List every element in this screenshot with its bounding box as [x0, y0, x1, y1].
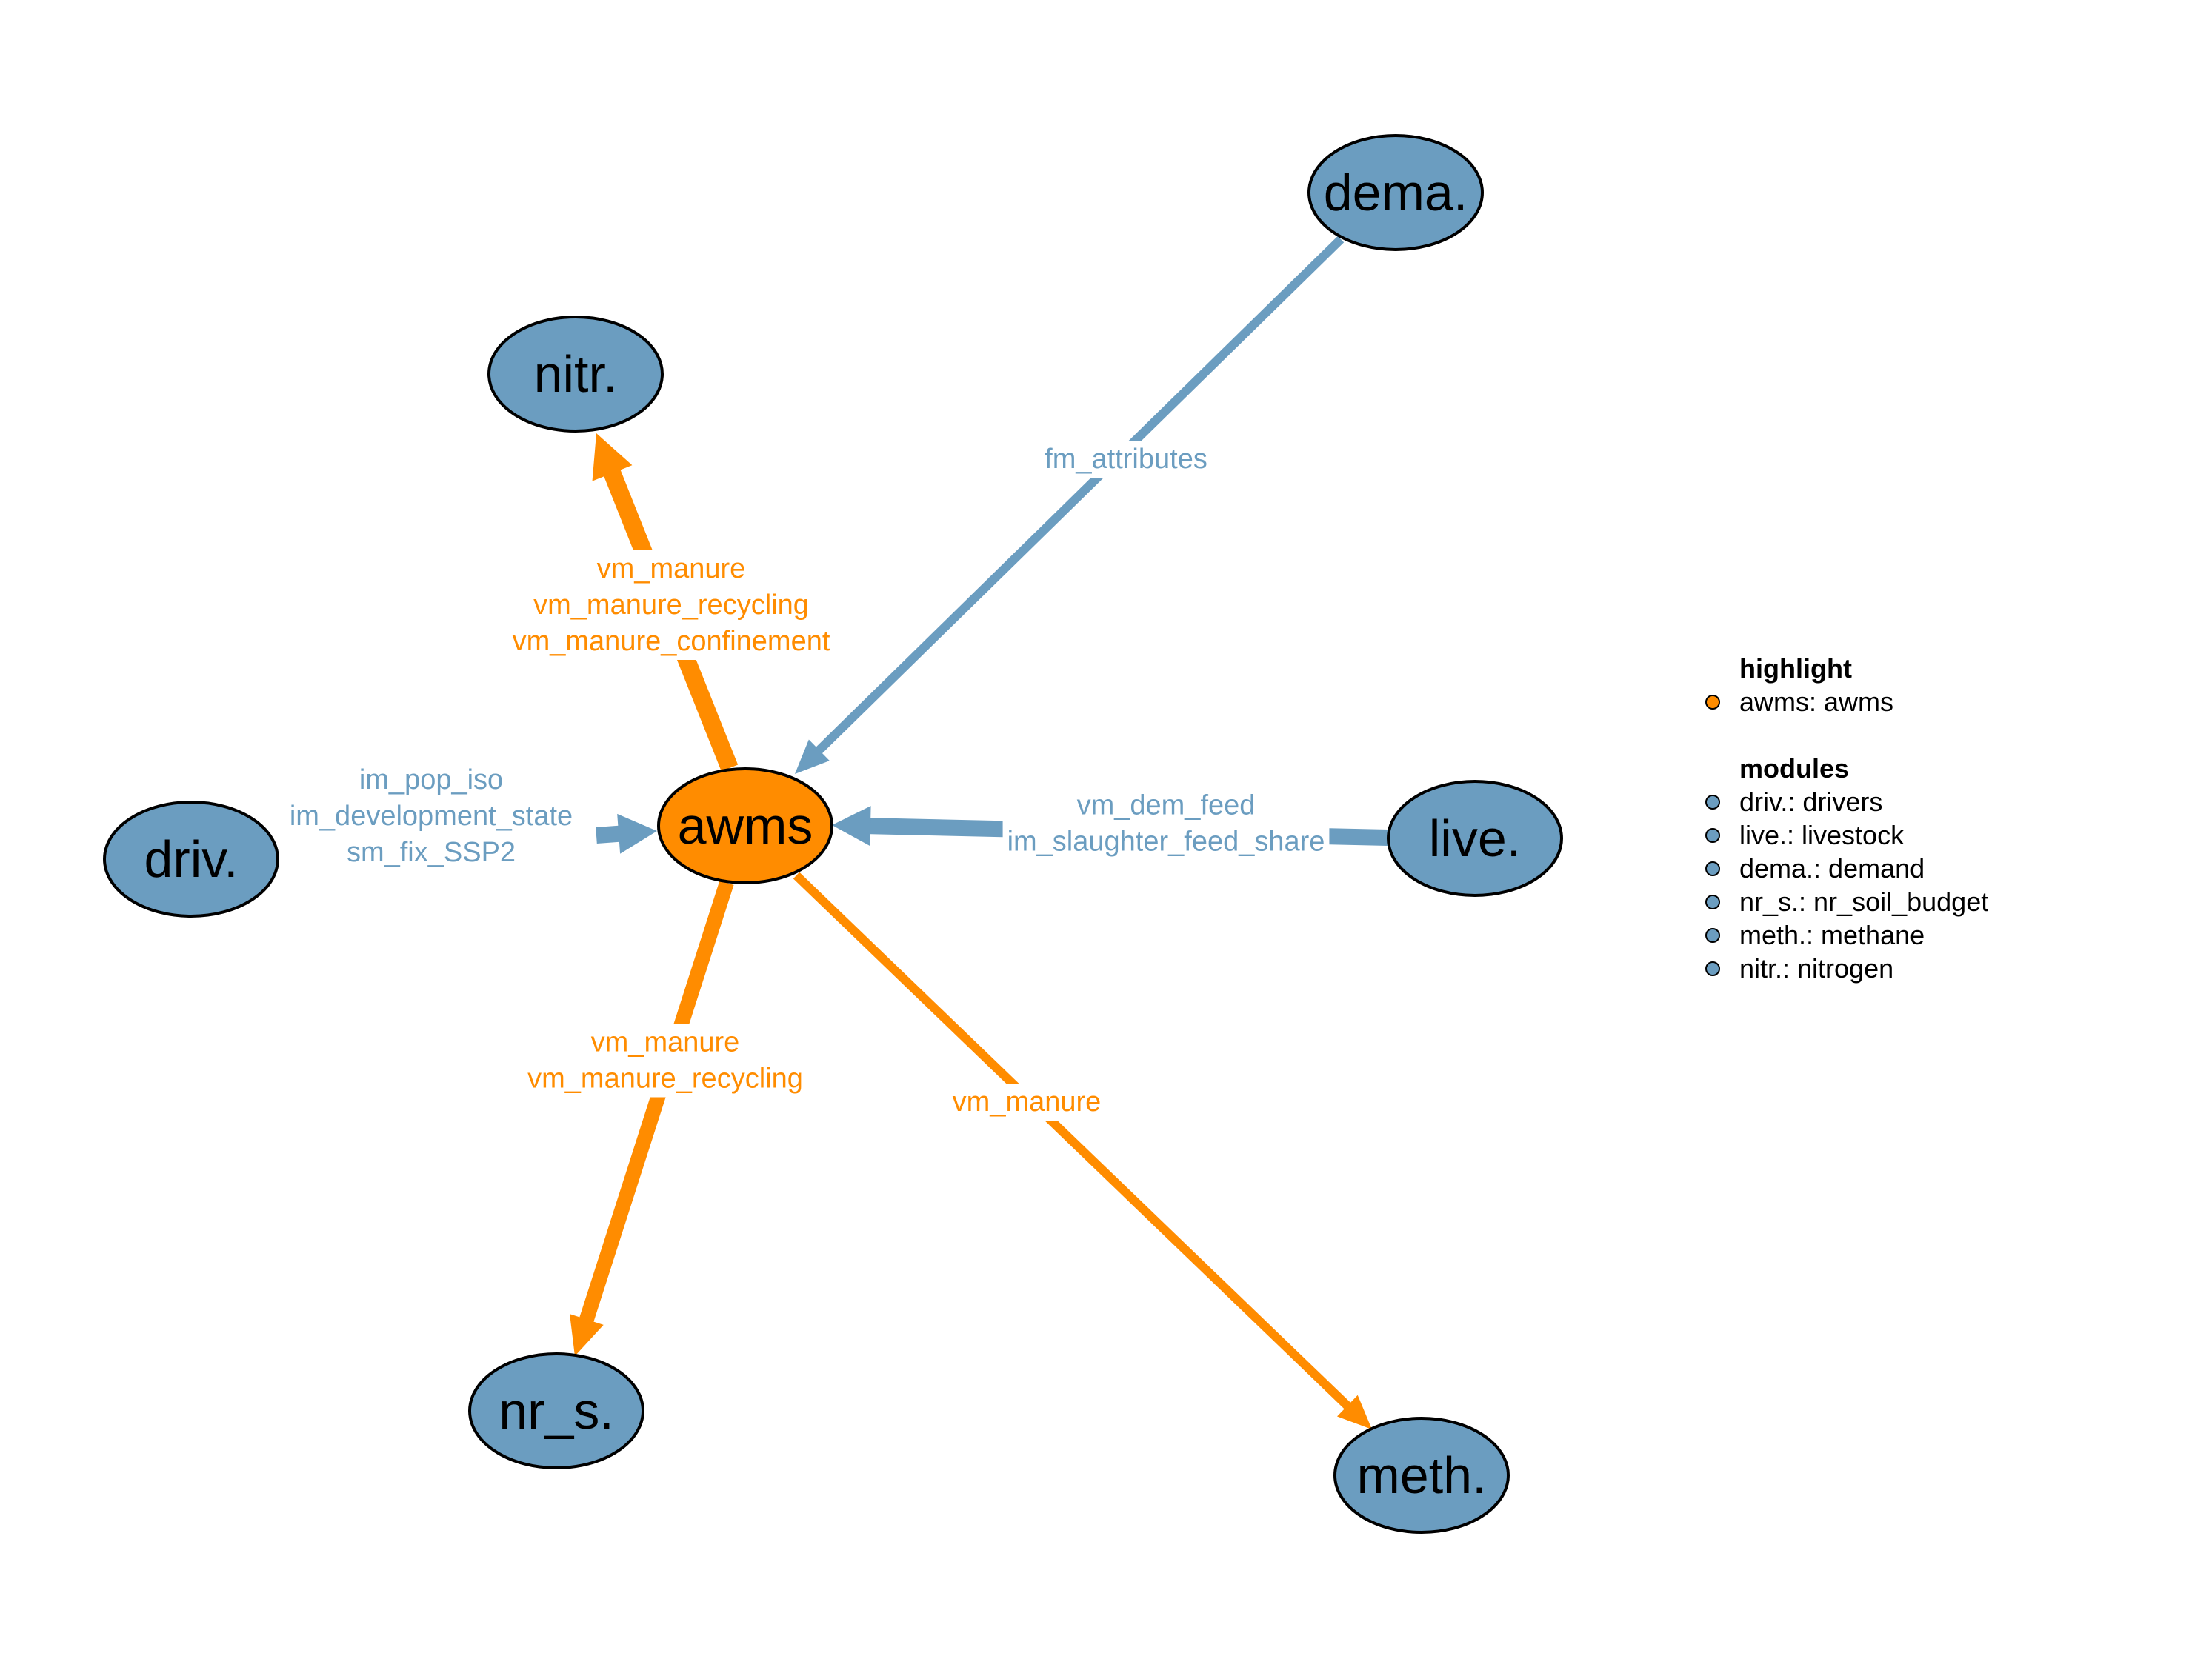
edge-label-line: im_slaughter_feed_share	[1007, 827, 1325, 858]
edge-label-line: vm_manure_recycling	[533, 590, 809, 621]
edge-label-line: sm_fix_SSP2	[347, 837, 516, 868]
node-label: dema.	[1324, 164, 1468, 221]
edge-arrowhead-dema-awms	[795, 739, 830, 774]
edge-arrowhead-live-awms	[832, 806, 871, 847]
legend-module-item: driv.: drivers	[1739, 787, 1882, 817]
edge-label-background	[1040, 441, 1212, 478]
edge-label-line: im_development_state	[290, 801, 573, 832]
node-label: nr_s.	[499, 1382, 614, 1440]
node-ellipse	[103, 801, 279, 918]
node-nr-s: nr_s.	[468, 1352, 644, 1469]
legend-module-marker	[1705, 928, 1720, 943]
node-meth: meth.	[1333, 1417, 1510, 1534]
legend-modules-title: modules	[1739, 753, 1849, 784]
edge-driv-awms	[596, 825, 622, 844]
edge-label-dema-awms: fm_attributes	[1040, 441, 1212, 478]
node-ellipse	[1307, 134, 1484, 251]
edge-label-line: im_pop_iso	[359, 764, 503, 795]
legend-module-marker	[1705, 795, 1720, 810]
node-label: live.	[1429, 810, 1521, 867]
node-ellipse	[1333, 1417, 1510, 1534]
legend-module-item: nr_s.: nr_soil_budget	[1739, 887, 1988, 917]
edge-arrowhead-awms-nr_s	[570, 1314, 604, 1356]
edge-label-awms-nitr: vm_manure vm_manure_recycling vm_manure_co…	[507, 550, 835, 660]
node-label: awms	[678, 797, 813, 855]
edge-label-live-awms: vm_dem_feed im_slaughter_feed_share	[1002, 787, 1330, 861]
edge-label-line: vm_dem_feed	[1077, 790, 1256, 821]
legend-module-item: dema.: demand	[1739, 853, 1925, 884]
legend-module-item: nitr.: nitrogen	[1739, 953, 1893, 984]
node-label: driv.	[144, 830, 238, 888]
nodes-layer: awms nitr. dema. driv. live. nr_s. meth.	[103, 134, 1563, 1534]
legend-highlight-marker	[1705, 695, 1720, 710]
legend-highlight-title: highlight	[1739, 653, 1852, 684]
node-ellipse	[657, 767, 833, 884]
edge-label-awms-meth: vm_manure	[947, 1084, 1106, 1121]
legend-module-marker	[1705, 895, 1720, 909]
edge-label-line: vm_manure	[597, 553, 746, 584]
edge-label-awms-nr_s: vm_manure vm_manure_recycling	[523, 1024, 807, 1098]
legend-module-item: live.: livestock	[1739, 820, 1905, 850]
node-nitr: nitr.	[487, 316, 664, 433]
edge-label-background	[1002, 787, 1330, 861]
edge-arrowhead-awms-meth	[1336, 1395, 1372, 1429]
legend-module-marker	[1705, 828, 1720, 843]
legend-module-marker	[1705, 961, 1720, 976]
edge-labels-layer: vm_manure vm_manure_recycling vm_manure_co…	[284, 441, 1330, 1121]
edge-dema-awms	[813, 236, 1345, 755]
node-ellipse	[468, 1352, 644, 1469]
edge-label-background	[284, 761, 578, 871]
legend-highlight-item: awms: awms	[1739, 687, 1893, 717]
node-awms: awms	[657, 767, 833, 884]
edge-label-background	[507, 550, 835, 660]
node-ellipse	[1387, 780, 1563, 897]
legend-module-marker	[1705, 861, 1720, 876]
edge-awms-nr_s	[579, 880, 734, 1325]
edge-label-background	[947, 1084, 1106, 1121]
edge-arrowhead-driv-awms	[617, 813, 657, 854]
edge-arrowhead-awms-nitr	[592, 433, 633, 481]
node-live: live.	[1387, 780, 1563, 897]
node-driv: driv.	[103, 801, 279, 918]
node-ellipse	[487, 316, 664, 433]
legend-module-item: meth.: methane	[1739, 920, 1925, 950]
edge-label-line: vm_manure	[953, 1086, 1102, 1118]
node-label: meth.	[1356, 1446, 1486, 1504]
edge-label-line: vm_manure	[591, 1027, 740, 1058]
legend: highlight awms: awms modules driv.: driv…	[1705, 653, 1988, 984]
edge-label-line: fm_attributes	[1045, 444, 1207, 475]
edge-label-line: vm_manure_confinement	[513, 626, 830, 657]
edge-label-line: vm_manure_recycling	[527, 1064, 803, 1095]
node-dema: dema.	[1307, 134, 1484, 251]
edge-label-driv-awms: im_pop_iso im_development_state sm_fix_SSP…	[284, 761, 578, 871]
edge-awms-meth	[793, 872, 1353, 1412]
node-label: nitr.	[534, 345, 618, 403]
edge-label-background	[523, 1024, 807, 1098]
